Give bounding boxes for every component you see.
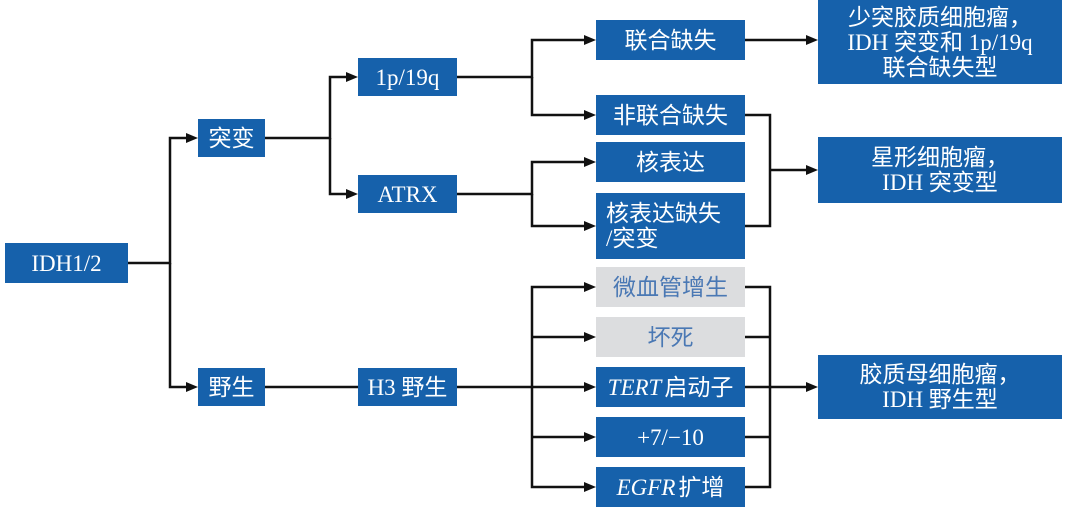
idh-mutant-label: 突变 — [208, 125, 255, 151]
tert-gene-label: TERT — [607, 374, 662, 400]
h3-wildtype-label: H3 野生 — [367, 374, 448, 400]
egfr-amplification-label: 扩增 — [678, 474, 725, 500]
idh-mutant-node: 突变 — [198, 119, 265, 157]
oligodendroglioma-line-3: 联合缺失型 — [882, 54, 998, 80]
connector-atrx-to-lost — [530, 194, 596, 231]
codeleted-node: 联合缺失 — [596, 20, 745, 60]
non-codeleted-label: 非联合缺失 — [613, 102, 728, 128]
tert-promoter-label: 启动子 — [664, 374, 734, 400]
glioblastoma-line-1: 胶质母细胞瘤， — [859, 362, 1021, 387]
idh-wildtype-node: 野生 — [198, 368, 265, 406]
idh-wildtype-label: 野生 — [208, 374, 255, 400]
non-codeleted-node: 非联合缺失 — [596, 95, 745, 135]
connector-atrx-to-retained — [457, 157, 596, 196]
microvascular-proliferation-label: 微血管增生 — [613, 274, 728, 300]
atrx-lost-line-1: 核表达缺失 — [606, 201, 721, 226]
codeletion-label: 1p/19q — [375, 64, 440, 90]
atrx-lost-node: 核表达缺失 /突变 — [596, 193, 745, 259]
necrosis-node: 坏死 — [596, 317, 745, 357]
connector-idh-to-mutant — [128, 133, 198, 265]
microvascular-proliferation-node: 微血管增生 — [596, 267, 745, 307]
connector-h3-to-egfr — [530, 387, 596, 492]
oligodendroglioma-line-2: IDH 突变和 1p/19q — [847, 29, 1033, 55]
connector-1p19q-to-noncodeleted — [530, 77, 596, 120]
idh-status-label: IDH1/2 — [31, 250, 102, 276]
atrx-label: ATRX — [377, 181, 438, 207]
atrx-lost-line-2: /突变 — [606, 226, 659, 251]
chr7-chr10-label: +7/−10 — [637, 424, 704, 450]
connector-1p19q-to-codeleted — [457, 35, 596, 79]
atrx-node: ATRX — [358, 175, 457, 213]
connector-h3-to-microvascular — [530, 282, 596, 387]
idh-status-node: IDH1/2 — [5, 243, 128, 283]
atrx-retained-node: 核表达 — [596, 142, 745, 182]
egfr-amplification-node: EGFR 扩增 — [596, 467, 745, 507]
connector-idh-to-wildtype — [168, 263, 198, 392]
connector-mutant-to-1p19q — [265, 72, 358, 140]
codeleted-label: 联合缺失 — [624, 27, 717, 53]
necrosis-label: 坏死 — [647, 324, 694, 350]
egfr-gene-label: EGFR — [616, 474, 676, 500]
chr7-chr10-node: +7/−10 — [596, 417, 745, 457]
glioblastoma-node: 胶质母细胞瘤， IDH 野生型 — [818, 355, 1062, 419]
codeletion-node: 1p/19q — [358, 58, 457, 96]
glioblastoma-line-2: IDH 野生型 — [882, 387, 998, 412]
h3-wildtype-node: H3 野生 — [358, 368, 457, 406]
oligodendroglioma-node: 少突胶质细胞瘤， IDH 突变和 1p/19q 联合缺失型 — [818, 0, 1062, 84]
oligodendroglioma-line-1: 少突胶质细胞瘤， — [848, 4, 1032, 30]
astrocytoma-node: 星形细胞瘤， IDH 突变型 — [818, 137, 1062, 203]
astrocytoma-line-1: 星形细胞瘤， — [871, 145, 1009, 170]
astrocytoma-line-2: IDH 突变型 — [882, 170, 998, 195]
tert-promoter-node: TERT 启动子 — [596, 367, 745, 407]
connector-astrocytoma-bracket — [745, 113, 772, 228]
atrx-retained-label: 核表达 — [636, 149, 705, 175]
connector-mutant-to-atrx — [328, 138, 358, 199]
